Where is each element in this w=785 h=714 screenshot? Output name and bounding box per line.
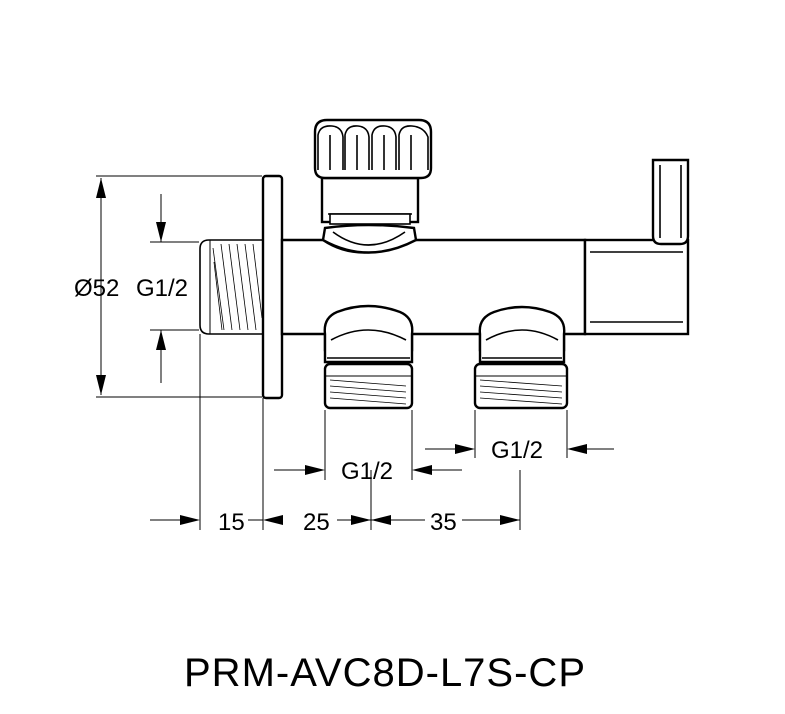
dimension-labels: Ø52 G1/2 G1/2 G1/2 15 25 35 (74, 275, 543, 536)
flange-diameter-label: Ø52 (74, 275, 119, 302)
spacing-25-label: 25 (303, 509, 330, 536)
outlet-left-thread-label: G1/2 (341, 458, 393, 485)
inlet-thread (199, 239, 263, 335)
outlet-right-thread-label: G1/2 (491, 437, 543, 464)
model-number: PRM-AVC8D-L7S-CP (184, 651, 586, 695)
valve-body-group (199, 118, 690, 410)
spacing-35-label: 35 (430, 509, 457, 536)
lever-handle (651, 158, 690, 246)
outlet-left-thread (323, 362, 414, 410)
wall-flange (261, 174, 284, 400)
outlet-right-thread (473, 362, 569, 410)
right-valve-cap (583, 238, 690, 336)
dimension-lines (96, 175, 614, 530)
wall-thread-label: G1/2 (136, 275, 188, 302)
depth-15-label: 15 (218, 509, 245, 536)
knurled-knob (313, 118, 433, 180)
